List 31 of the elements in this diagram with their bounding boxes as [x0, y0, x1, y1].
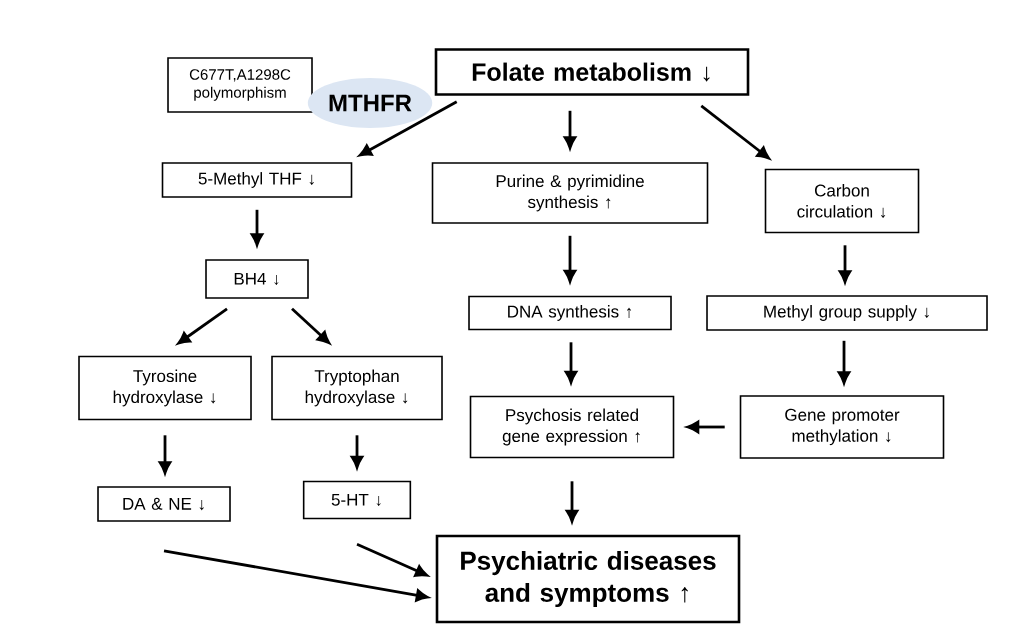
process-box: Tryptophan hydroxylase ↓ — [271, 355, 443, 421]
arrow — [563, 110, 577, 149]
arrow — [565, 481, 579, 523]
arrow — [564, 342, 578, 384]
process-box: Tyrosine hydroxylase ↓ — [78, 355, 252, 421]
arrow — [177, 307, 228, 345]
process-box: Purine & pyrimidine synthesis ↑ — [431, 162, 709, 224]
process-box: Folate metabolism ↓ — [434, 48, 750, 96]
arrow — [359, 100, 458, 157]
arrow — [350, 435, 364, 469]
arrow — [163, 549, 429, 602]
process-box: 5-HT ↓ — [302, 480, 412, 520]
process-box: DA & NE ↓ — [97, 486, 231, 522]
arrow — [563, 235, 577, 283]
process-box: BH4 ↓ — [205, 259, 309, 299]
arrow — [837, 340, 851, 384]
arrow — [700, 104, 770, 160]
outcome-box: Psychiatric diseases and symptoms ↑ — [435, 534, 741, 624]
process-box: Psychosis related gene expression ↑ — [469, 395, 675, 459]
process-box: Gene promoter methylation ↓ — [739, 395, 945, 459]
process-box: DNA synthesis ↑ — [468, 295, 672, 331]
arrow — [838, 245, 852, 283]
arrow — [250, 209, 264, 246]
arrow — [356, 543, 428, 577]
arrow — [686, 420, 725, 434]
note-box: C677T,A1298C polymorphism — [167, 57, 313, 113]
process-box: 5-Methyl THF ↓ — [161, 162, 353, 198]
arrow — [158, 435, 172, 474]
arrow — [291, 307, 330, 344]
process-box: Carbon circulation ↓ — [764, 168, 920, 234]
process-box: Methyl group supply ↓ — [706, 295, 988, 331]
